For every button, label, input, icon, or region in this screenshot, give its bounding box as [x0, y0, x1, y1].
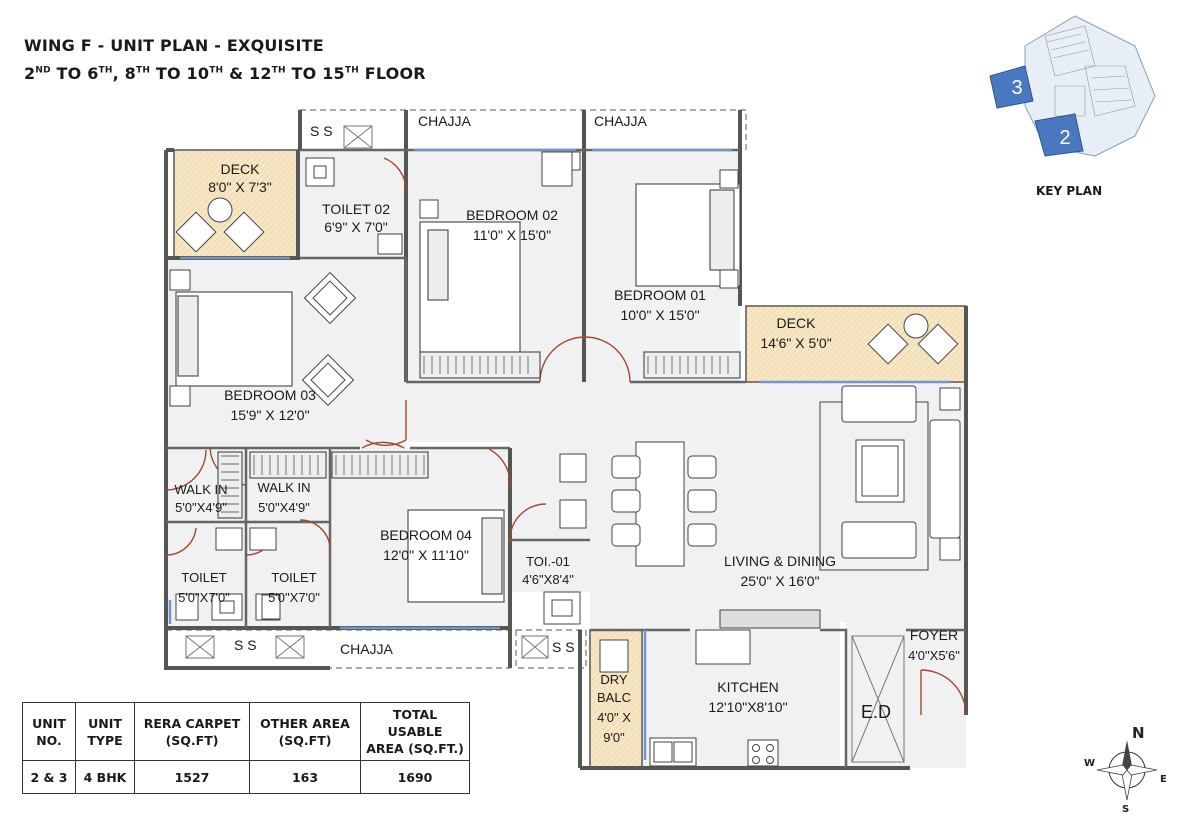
dining-table — [635, 441, 685, 567]
header-rera-carpet: RERA CARPET(SQ.FT) — [134, 702, 250, 761]
chajja-top-2: CHAJJA — [594, 113, 648, 129]
ss-top: S S — [310, 123, 333, 139]
area-table-row: 2 & 3 4 BHK 1527 163 1690 — [22, 760, 470, 794]
foyer-name: FOYER — [910, 627, 958, 643]
compass-w: W — [1084, 758, 1095, 769]
header-other-area: OTHER AREA(SQ.FT) — [249, 702, 361, 761]
dry-balc-line1: DRY — [600, 672, 628, 687]
key-plan-label: KEY PLAN — [1036, 184, 1103, 198]
cell-unit-type: 4 BHK — [75, 760, 135, 794]
walk-in-1-name: WALK IN — [175, 482, 228, 497]
toilet-02-size: 6'9" X 7'0" — [324, 219, 388, 235]
bedroom-04-size: 12'0" X 11'10" — [383, 547, 469, 563]
compass-icon: N S E W — [1084, 724, 1167, 814]
bedroom-03-size: 15'9" X 12'0" — [230, 407, 309, 423]
floor-range: 2ND TO 6TH, 8TH TO 10TH & 12TH TO 15TH F… — [24, 64, 426, 83]
chajja-bottom: CHAJJA — [340, 641, 394, 657]
walk-in-2-name: WALK IN — [258, 480, 311, 495]
bedroom-02-size: 11'0" X 15'0" — [473, 227, 551, 243]
bedroom-03-name: BEDROOM 03 — [224, 387, 316, 403]
walk-in-2-size: 5'0"X4'9" — [258, 500, 310, 515]
living-dining-name: LIVING & DINING — [724, 553, 836, 569]
living-dining-size: 25'0" X 16'0" — [740, 573, 819, 589]
ss-bottom-1: S S — [234, 637, 257, 653]
ss-bottom-2: S S — [552, 639, 575, 655]
dry-balc-line4: 9'0" — [603, 730, 625, 745]
key-marker-3 — [989, 65, 1034, 109]
toi-01-size: 4'6"X8'4" — [522, 572, 574, 587]
key-plan: 3 2 — [989, 15, 1156, 157]
foyer-size: 4'0"X5'6" — [908, 648, 960, 663]
kitchen-size: 12'10"X8'10" — [708, 699, 787, 715]
cell-unit-no: 2 & 3 — [22, 760, 76, 794]
plan-title: WING F - UNIT PLAN - EXQUISITE — [24, 36, 324, 55]
toi-01-name: TOI.-01 — [526, 554, 570, 569]
compass-e: E — [1160, 774, 1167, 785]
compass-n: N — [1132, 724, 1145, 742]
walk-in-1-size: 5'0"X4'9" — [175, 500, 227, 515]
cell-other-area: 163 — [249, 760, 361, 794]
bedroom-04-name: BEDROOM 04 — [380, 527, 472, 543]
dry-balc-line2: BALC — [597, 690, 631, 705]
key-marker-2-label: 2 — [1059, 127, 1070, 149]
deck-1-name: DECK — [221, 161, 261, 177]
bedroom-01-name: BEDROOM 01 — [614, 287, 706, 303]
chajja-top-1: CHAJJA — [418, 113, 472, 129]
key-marker-2 — [1034, 113, 1084, 157]
deck-1-size: 8'0" X 7'3" — [208, 179, 272, 195]
dry-balc-line3: 4'0" X — [597, 710, 631, 725]
deck-2-size: 14'6" X 5'0" — [760, 335, 831, 351]
bedroom-02-name: BEDROOM 02 — [466, 207, 558, 223]
bedroom-01-size: 10'0" X 15'0" — [620, 307, 699, 323]
key-marker-3-label: 3 — [1011, 77, 1022, 99]
toilet-b-name: TOILET — [271, 570, 316, 585]
kitchen-name: KITCHEN — [717, 679, 778, 695]
cell-rera-carpet: 1527 — [134, 760, 250, 794]
cell-total-usable: 1690 — [360, 760, 470, 794]
toilet-02-name: TOILET 02 — [322, 201, 390, 217]
deck-2-name: DECK — [777, 315, 817, 331]
toilet-a-size: 5'0"X7'0" — [178, 590, 230, 605]
ed-label: E.D — [861, 702, 891, 722]
compass-s: S — [1122, 804, 1129, 814]
toilet-a-name: TOILET — [181, 570, 226, 585]
toilet-b-size: 5'0"X7'0" — [268, 590, 320, 605]
